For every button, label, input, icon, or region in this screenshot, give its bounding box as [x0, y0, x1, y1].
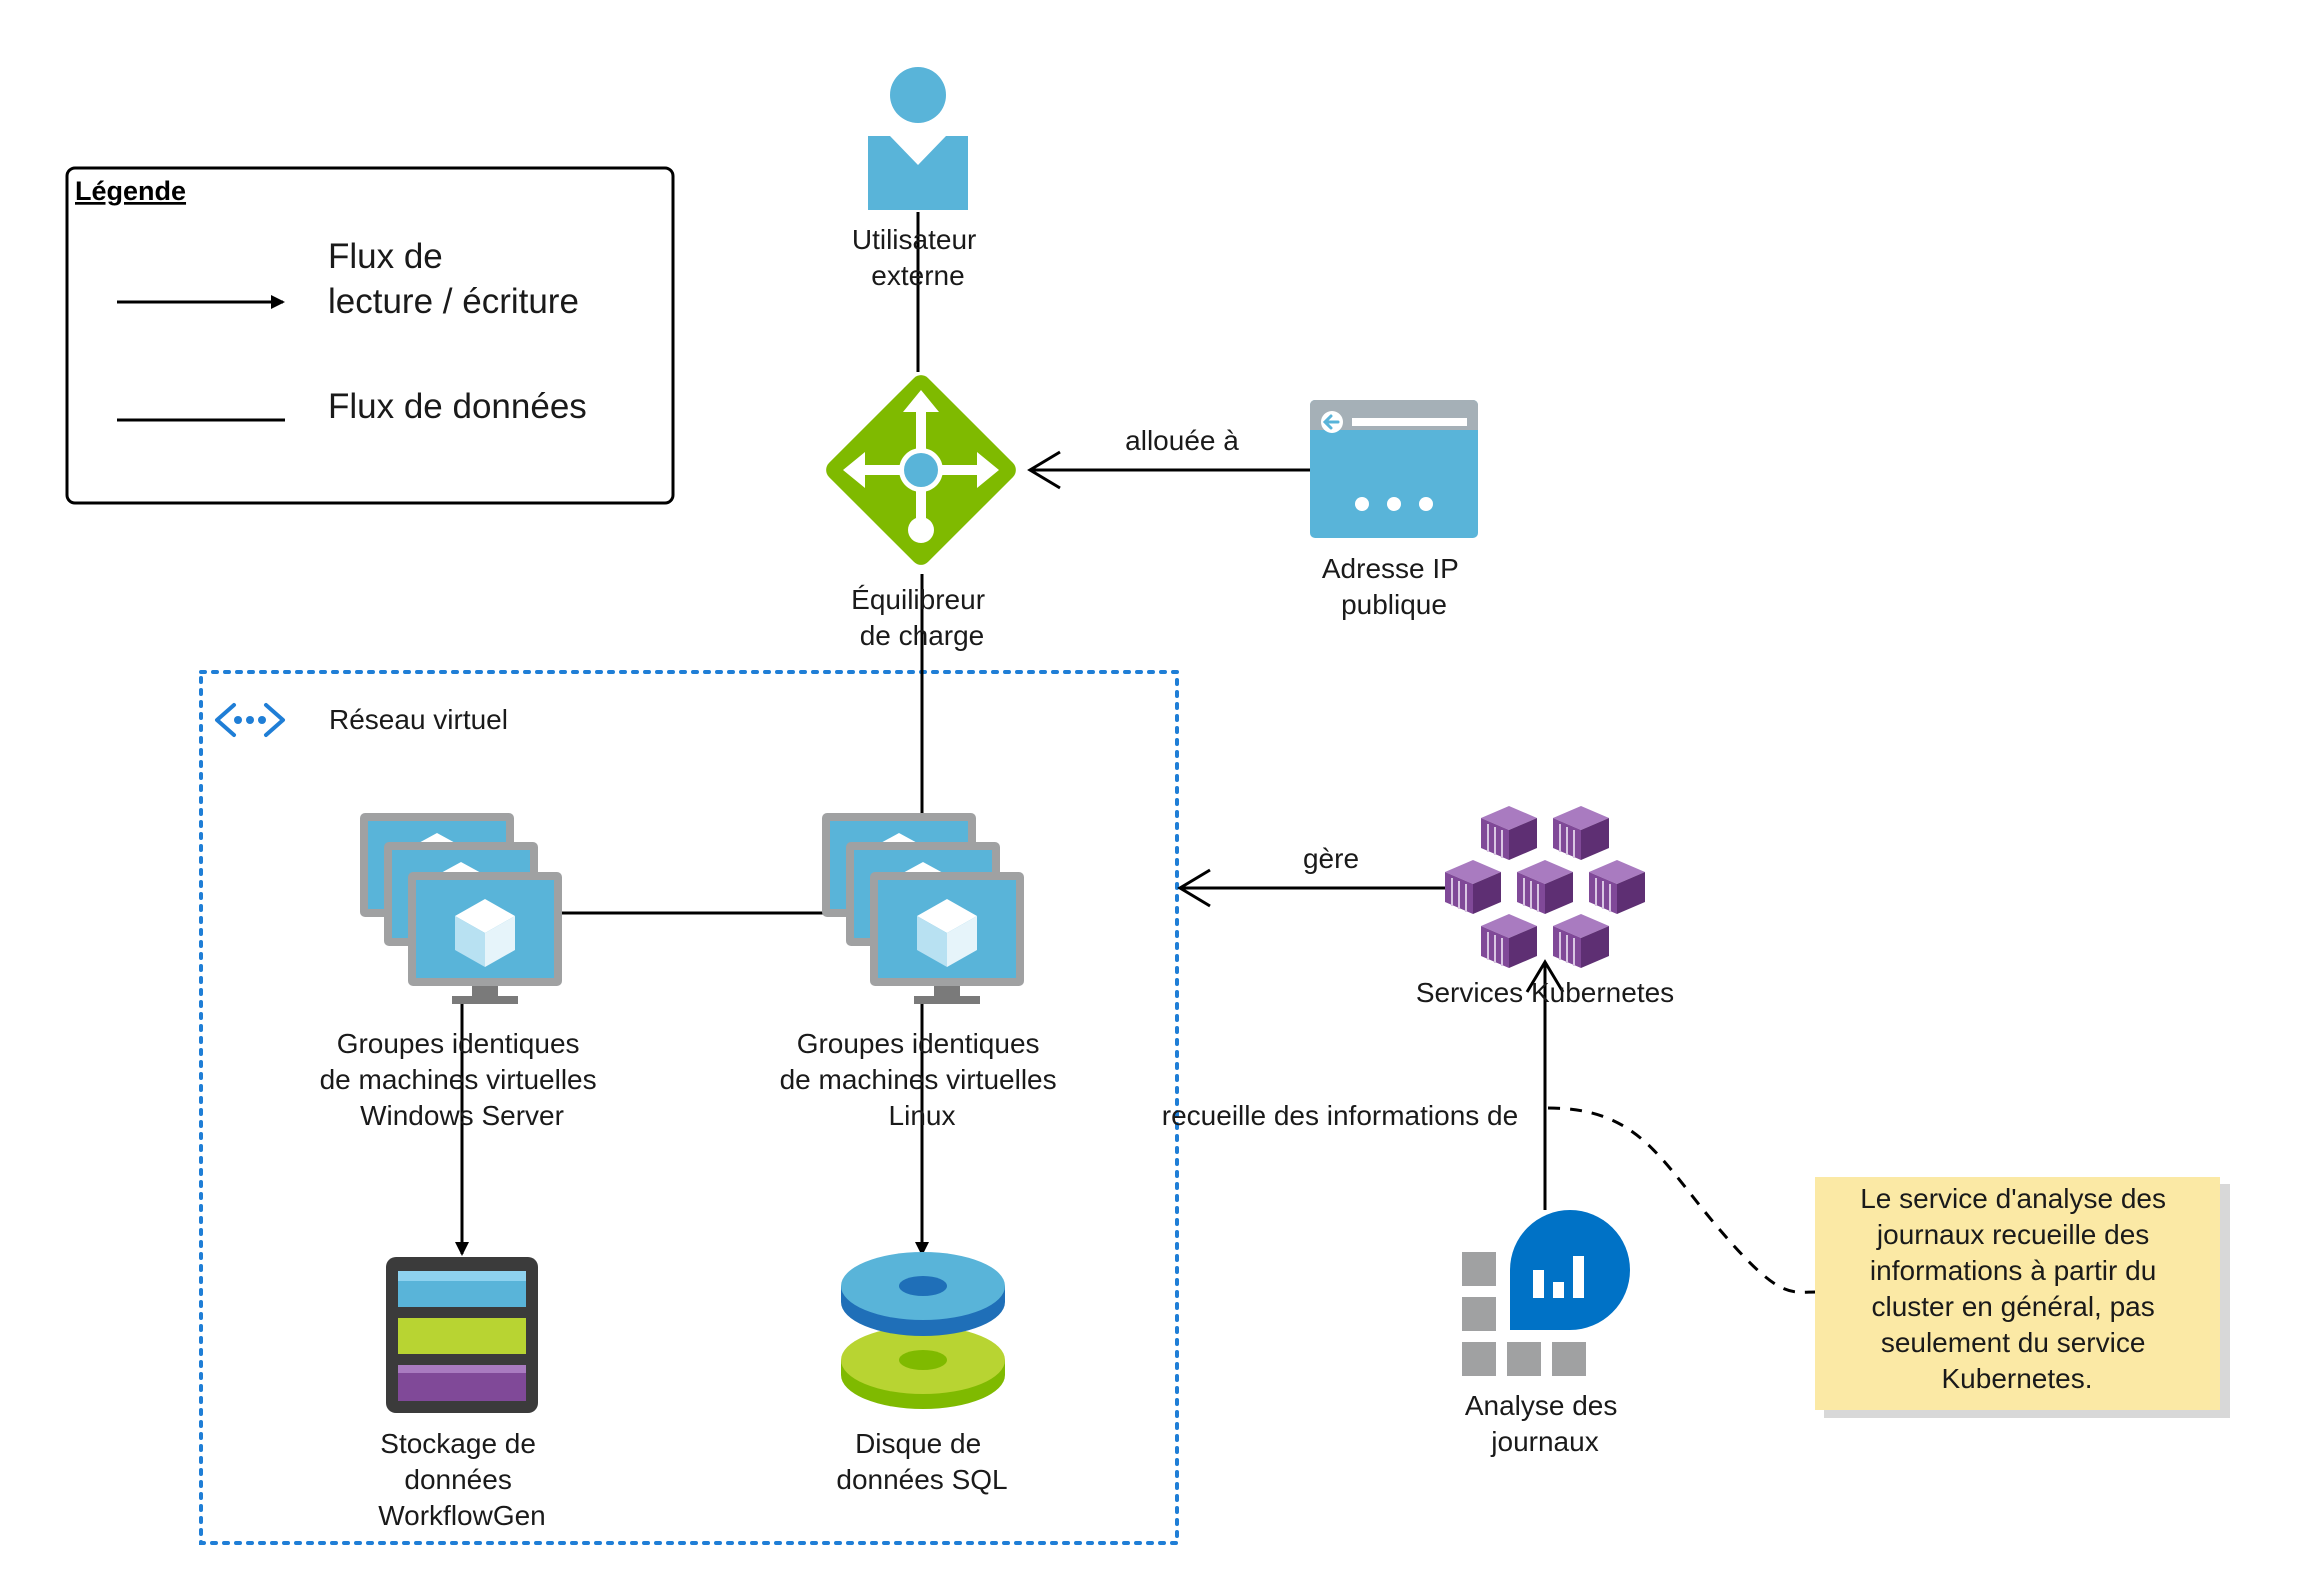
vmss-windows-label: Groupes identiques de machines virtuelle…: [320, 1028, 605, 1131]
storage-label: Stockage de données WorkflowGen: [378, 1428, 546, 1531]
edge-label-collects: recueille des informations de: [1162, 1100, 1518, 1131]
edge-log-k8s-arrowhead: [1525, 959, 1565, 993]
log-analytics-node[interactable]: Analyse des journaux: [1462, 1210, 1630, 1457]
legend: Légende Flux de lecture / écriture Flux …: [65, 166, 675, 505]
external-user-node[interactable]: Utilisateur externe: [852, 67, 984, 291]
vm-scale-set-icon: [822, 813, 1024, 1004]
external-user-label: Utilisateur externe: [852, 224, 984, 291]
log-analytics-icon: [1462, 1210, 1630, 1376]
vnet-group: Réseau virtuel: [199, 670, 1179, 1545]
legend-title: Légende: [75, 176, 186, 206]
edge-k8s-vnet-arrowhead: [1177, 868, 1211, 908]
storage-node[interactable]: Stockage de données WorkflowGen: [378, 1257, 546, 1531]
legend-data-label: Flux de données: [328, 387, 587, 426]
user-icon: [868, 67, 968, 210]
note-connector: [1547, 1106, 1817, 1294]
vmss-windows-node[interactable]: Groupes identiques de machines virtuelle…: [320, 813, 605, 1131]
public-ip-icon: [1310, 400, 1478, 538]
legend-rw-label-2: lecture / écriture: [328, 282, 579, 321]
edge-label-manages: gère: [1303, 843, 1359, 874]
k8s-cube: [1589, 860, 1645, 914]
vm-scale-set-icon: [360, 813, 562, 1004]
note-text: Le service d'analyse des journaux recuei…: [1860, 1183, 2174, 1394]
load-balancer-node[interactable]: Équilibreur de charge: [822, 371, 1020, 651]
kubernetes-label: Services Kubernetes: [1416, 977, 1674, 1008]
edge-label-allocated: allouée à: [1125, 425, 1239, 456]
kubernetes-node[interactable]: Services Kubernetes: [1416, 806, 1674, 1008]
k8s-cube: [1553, 914, 1609, 968]
legend-rw-label-1: Flux de: [328, 237, 443, 276]
vnet-label: Réseau virtuel: [329, 704, 508, 735]
sql-disk-node[interactable]: Disque de données SQL: [836, 1252, 1008, 1495]
sticky-note: Le service d'analyse des journaux recuei…: [1815, 1177, 2230, 1418]
connections: [455, 212, 1817, 1294]
k8s-cube: [1481, 806, 1537, 860]
vmss-linux-label: Groupes identiques de machines virtuelle…: [780, 1028, 1065, 1131]
storage-icon: [386, 1257, 538, 1413]
load-balancer-icon: [826, 375, 1016, 565]
vmss-linux-node[interactable]: Groupes identiques de machines virtuelle…: [780, 813, 1065, 1131]
k8s-cube: [1553, 806, 1609, 860]
vnet-icon: [215, 703, 285, 737]
edge-ip-lb-arrowhead: [1027, 450, 1061, 490]
public-ip-label: Adresse IP publique: [1322, 553, 1466, 620]
public-ip-node[interactable]: Adresse IP publique: [1310, 400, 1478, 620]
k8s-cube: [1481, 914, 1537, 968]
sql-disk-label: Disque de données SQL: [836, 1428, 1007, 1495]
vnet-boundary: [199, 670, 1179, 1545]
load-balancer-label: Équilibreur de charge: [851, 584, 993, 651]
legend-box: [65, 166, 675, 505]
k8s-cube: [1517, 860, 1573, 914]
disk-icon: [841, 1252, 1005, 1409]
k8s-cube: [1445, 860, 1501, 914]
note-background: [1815, 1177, 2220, 1410]
log-analytics-label: Analyse des journaux: [1465, 1390, 1625, 1457]
kubernetes-icon: [1445, 806, 1645, 968]
